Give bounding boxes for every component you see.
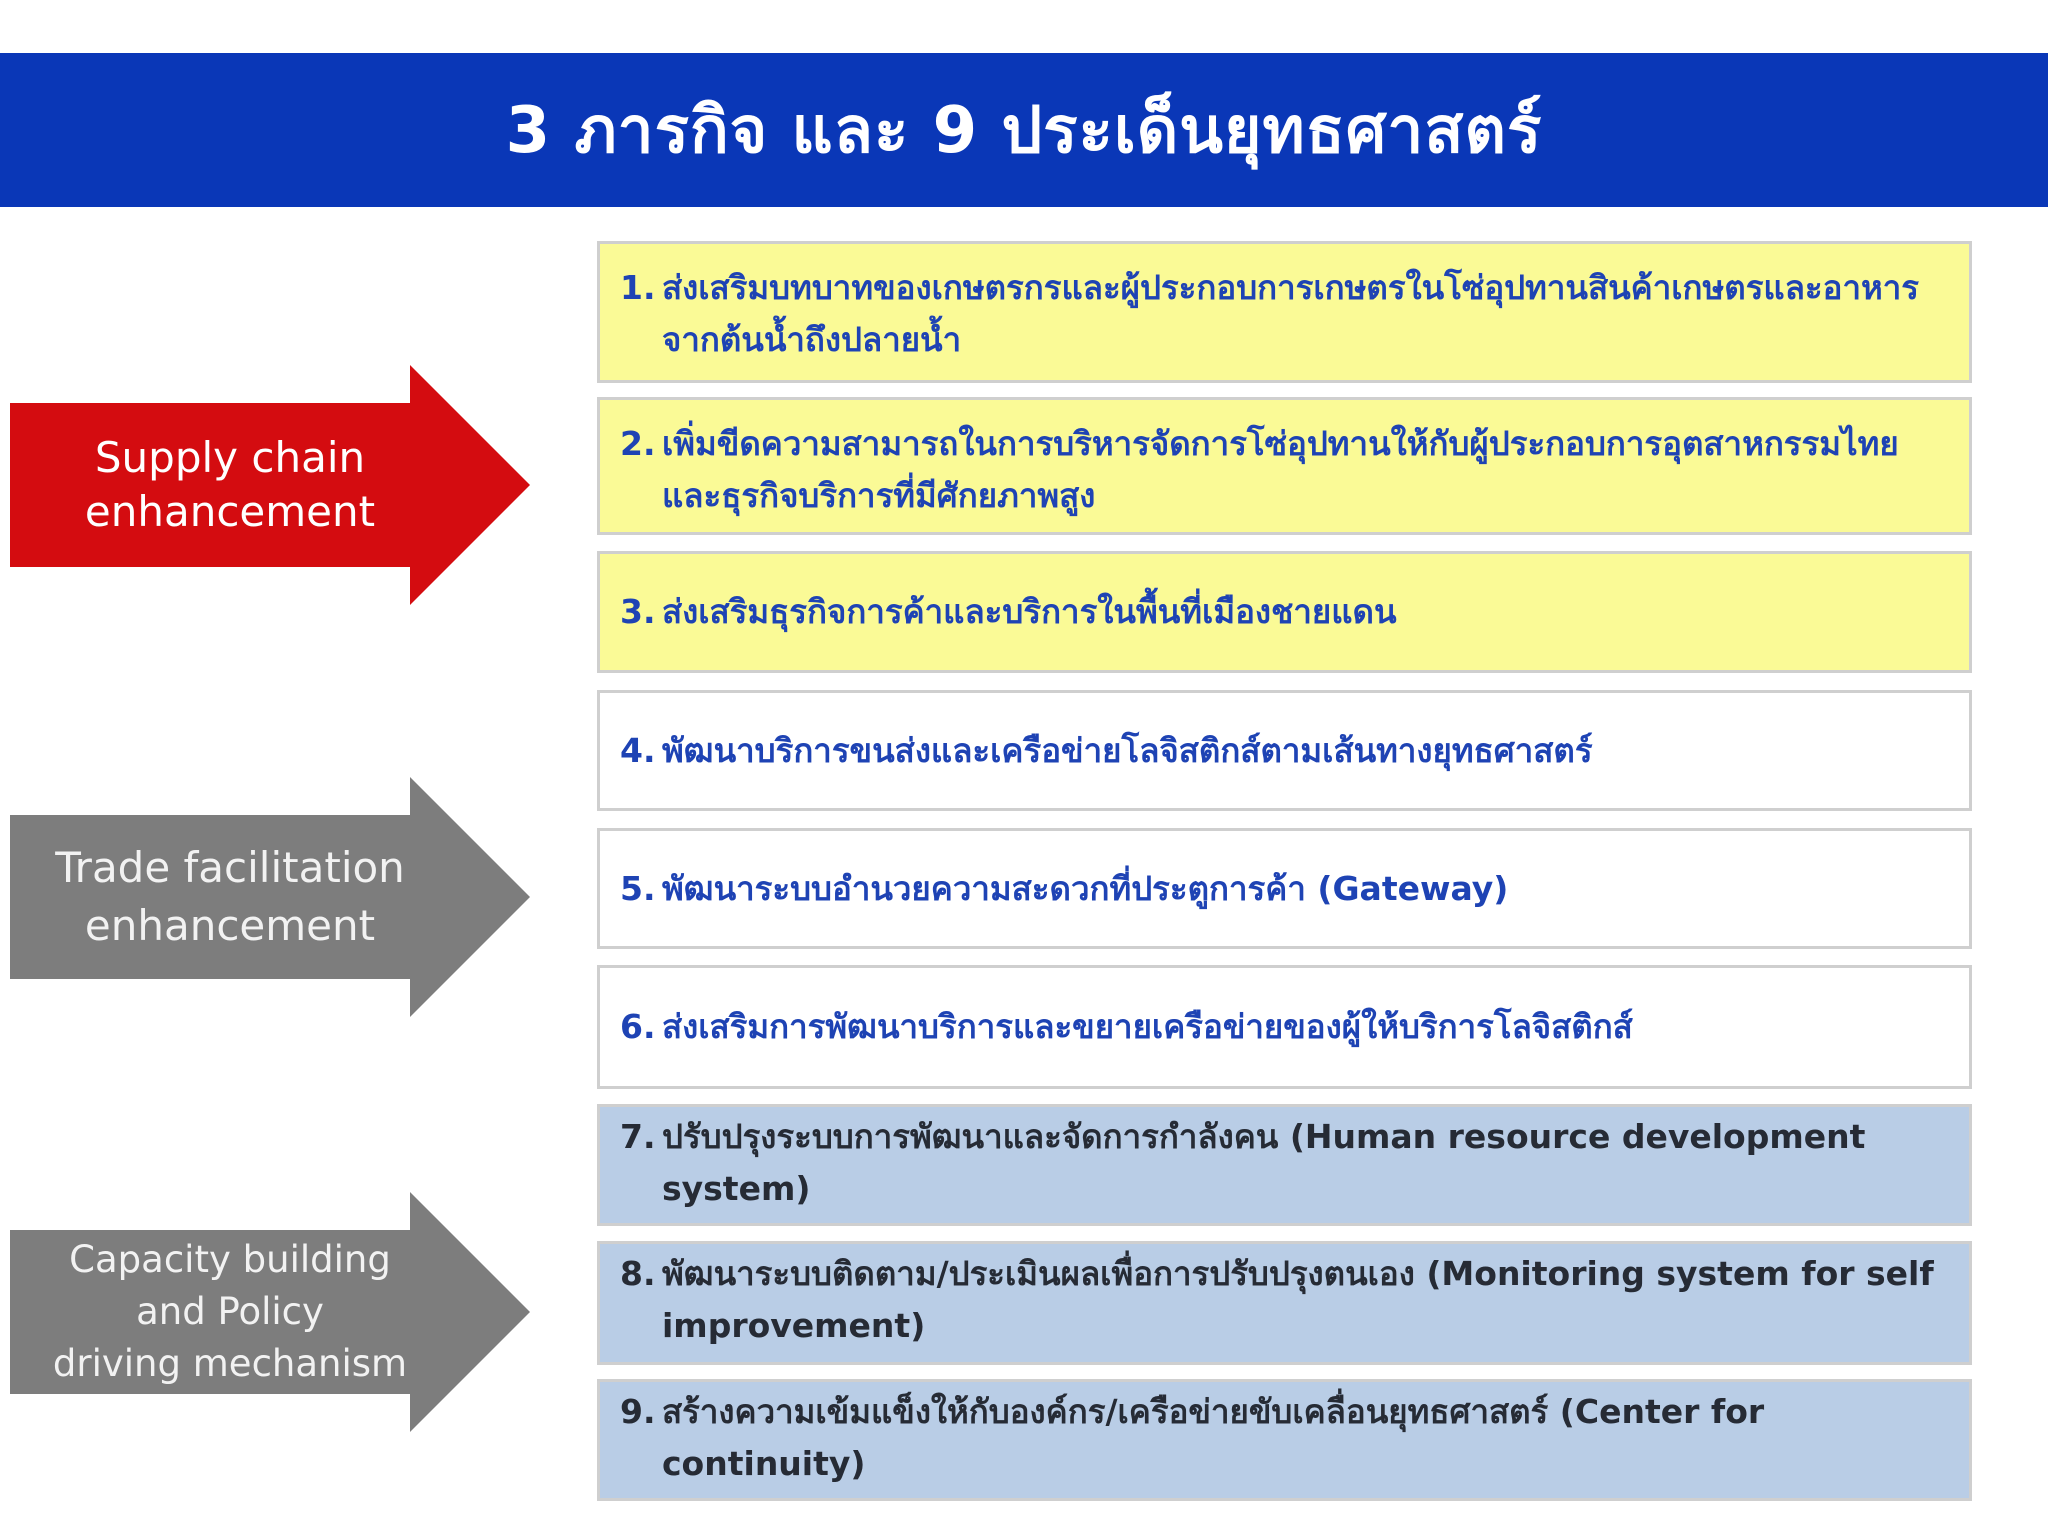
issue-text: ส่งเสริมบทบาทของเกษตรกรและผู้ประกอบการเก… (662, 268, 1919, 359)
issue-text: สร้างความเข้มแข็งให้กับองค์กร/เครือข่ายข… (662, 1392, 1765, 1483)
issue-number: 9. (620, 1392, 656, 1431)
issue-text: ปรับปรุงระบบการพัฒนาและจัดการกำลังคน (Hu… (662, 1117, 1866, 1208)
issue-text: ส่งเสริมการพัฒนาบริการและขยายเครือข่ายขอ… (662, 1007, 1633, 1046)
issue-number: 4. (620, 730, 656, 770)
issue-number: 2. (620, 424, 656, 463)
issue-number: 1. (620, 268, 656, 307)
issue-box-1: 1. ส่งเสริมบทบาทของเกษตรกรและผู้ประกอบกา… (597, 241, 1972, 383)
issue-number: 5. (620, 868, 656, 908)
issue-text: ส่งเสริมธุรกิจการค้าและบริการในพื้นที่เม… (662, 592, 1397, 631)
page-title: 3 ภารกิจ และ 9 ประเด็นยุทธศาสตร์ (505, 94, 1543, 168)
issue-number: 7. (620, 1117, 656, 1156)
issue-number: 8. (620, 1254, 656, 1293)
mission-arrow-trade-facilitation: Trade facilitation enhancement (10, 777, 530, 1017)
issue-text: พัฒนาระบบอำนวยความสะดวกที่ประตูการค้า (G… (662, 868, 1509, 908)
issue-text: เพิ่มขีดความสามารถในการบริหารจัดการโซ่อุ… (662, 424, 1899, 515)
mission-arrow-supply-chain: Supply chain enhancement (10, 365, 530, 605)
arrow-shape-red (10, 365, 530, 605)
arrow-shape-gray (10, 777, 530, 1017)
issue-box-5: 5. พัฒนาระบบอำนวยความสะดวกที่ประตูการค้า… (597, 828, 1972, 949)
mission-label: Supply chain enhancement (84, 433, 376, 536)
title-bar: 3 ภารกิจ และ 9 ประเด็นยุทธศาสตร์ (0, 53, 2048, 207)
issue-text: พัฒนาระบบติดตาม/ประเมินผลเพื่อการปรับปรุ… (662, 1254, 1934, 1345)
issue-box-6: 6. ส่งเสริมการพัฒนาบริการและขยายเครือข่า… (597, 965, 1972, 1089)
issue-box-4: 4. พัฒนาบริการขนส่งและเครือข่ายโลจิสติกส… (597, 690, 1972, 811)
issue-text: พัฒนาบริการขนส่งและเครือข่ายโลจิสติกส์ตา… (662, 730, 1593, 770)
issue-number: 3. (620, 592, 656, 631)
issue-box-8: 8. พัฒนาระบบติดตาม/ประเมินผลเพื่อการปรับ… (597, 1241, 1972, 1365)
issue-box-7: 7. ปรับปรุงระบบการพัฒนาและจัดการกำลังคน … (597, 1104, 1972, 1226)
arrow-shape-gray (10, 1192, 530, 1432)
mission-label: Capacity building and Policy driving mec… (52, 1238, 408, 1385)
mission-arrow-capacity-building: Capacity building and Policy driving mec… (10, 1192, 530, 1432)
issue-number: 6. (620, 1007, 656, 1046)
issue-box-3: 3. ส่งเสริมธุรกิจการค้าและบริการในพื้นที… (597, 551, 1972, 673)
issue-box-2: 2. เพิ่มขีดความสามารถในการบริหารจัดการโซ… (597, 397, 1972, 535)
issue-box-9: 9. สร้างความเข้มแข็งให้กับองค์กร/เครือข่… (597, 1379, 1972, 1501)
mission-label: Trade facilitation enhancement (55, 843, 405, 950)
